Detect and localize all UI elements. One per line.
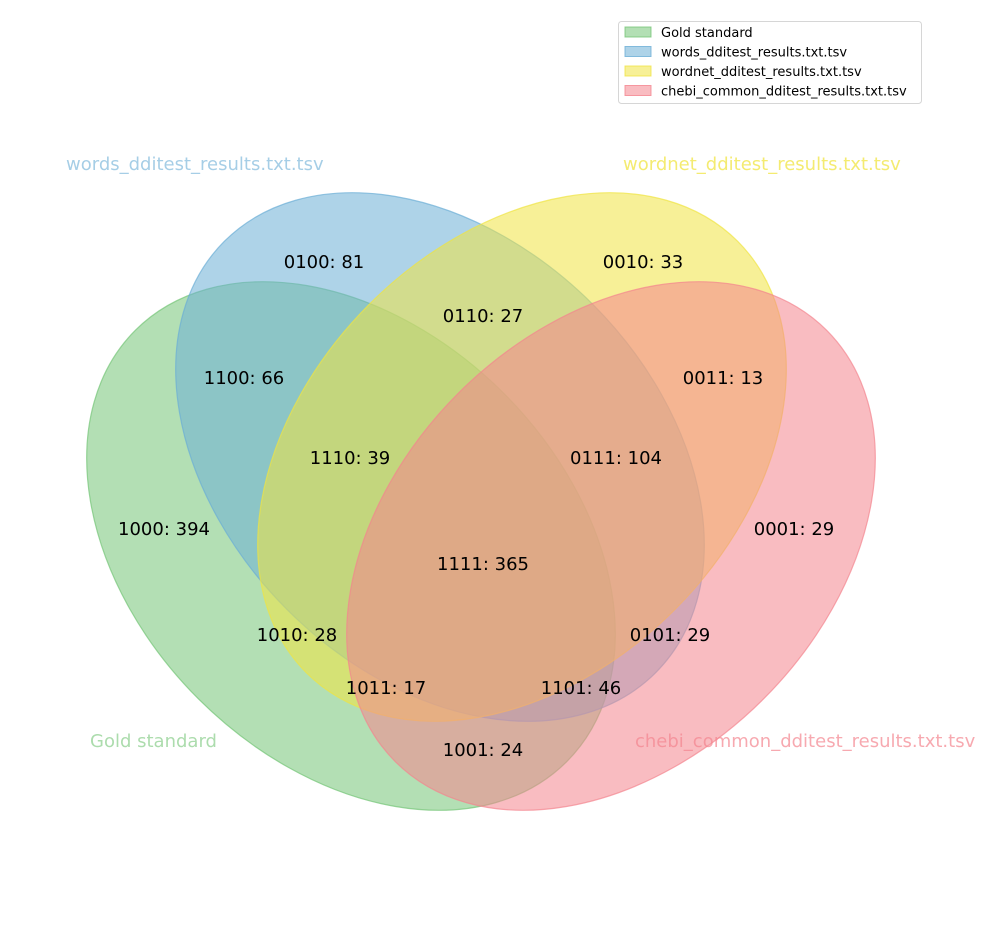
region-label-1111: 1111: 365: [437, 554, 529, 575]
ellipse-chebi-common: [346, 281, 876, 811]
legend-swatch-words: [624, 46, 652, 57]
set-title-chebi-common: chebi_common_dditest_results.txt.tsv: [635, 731, 976, 752]
region-label-1001: 1001: 24: [443, 740, 524, 761]
region-label-1110: 1110: 39: [310, 448, 391, 469]
legend-entry-chebi-common: chebi_common_dditest_results.txt.tsv: [624, 85, 907, 100]
region-label-0001: 0001: 29: [754, 519, 835, 540]
region-label-0010: 0010: 33: [603, 252, 684, 273]
region-label-1000: 1000: 394: [118, 519, 210, 540]
legend-entry-gold-standard: Gold standard: [624, 26, 753, 41]
region-label-0110: 0110: 27: [443, 306, 524, 327]
legend-label-words: words_dditest_results.txt.tsv: [661, 46, 847, 61]
legend-entry-words: words_dditest_results.txt.tsv: [624, 46, 847, 61]
set-title-words: words_dditest_results.txt.tsv: [66, 154, 324, 175]
region-label-0011: 0011: 13: [683, 368, 764, 389]
region-label-0100: 0100: 81: [284, 252, 365, 273]
region-labels: 0001: 29 0010: 33 0011: 13 0100: 81 0101…: [118, 252, 834, 761]
set-title-wordnet: wordnet_dditest_results.txt.tsv: [623, 154, 901, 175]
legend-label-wordnet: wordnet_dditest_results.txt.tsv: [661, 65, 862, 80]
legend-entry-wordnet: wordnet_dditest_results.txt.tsv: [624, 65, 862, 80]
legend-frame: [618, 21, 922, 104]
legend-label-gold-standard: Gold standard: [661, 26, 753, 41]
set-title-gold-standard: Gold standard: [90, 731, 217, 752]
set-ellipses: [86, 192, 876, 811]
region-label-1010: 1010: 28: [257, 625, 338, 646]
legend-swatch-gold-standard: [624, 26, 652, 38]
region-label-1100: 1100: 66: [204, 368, 285, 389]
legend-label-chebi-common: chebi_common_dditest_results.txt.tsv: [661, 85, 907, 100]
legend-swatch-chebi-common: [624, 85, 652, 96]
region-label-1101: 1101: 46: [541, 678, 622, 699]
region-label-0101: 0101: 29: [630, 625, 711, 646]
region-label-0111: 0111: 104: [570, 448, 662, 469]
region-label-1011: 1011: 17: [346, 678, 427, 699]
set-titles: words_dditest_results.txt.tsv wordnet_dd…: [66, 154, 976, 752]
legend-swatch-wordnet: [624, 65, 652, 77]
legend: Gold standard words_dditest_results.txt.…: [618, 21, 922, 104]
